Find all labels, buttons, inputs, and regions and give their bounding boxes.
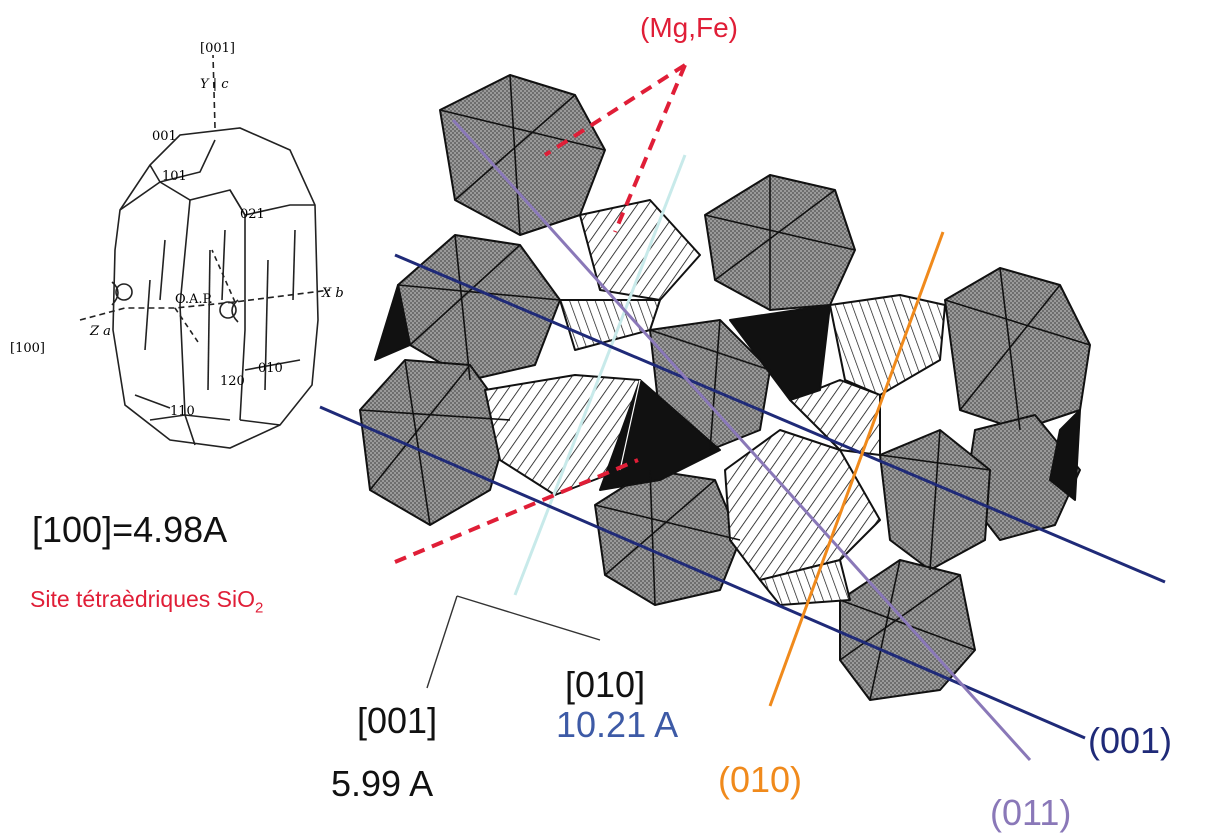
octahedron [397,234,561,381]
axis-001-value: 5.99 A [331,763,434,804]
plane-010-label: (010) [718,759,803,800]
tetrahedron [759,559,851,606]
octahedron [594,469,741,606]
crystal-axis-right-sub: X b [321,286,344,301]
tetrahedron [829,294,946,396]
mgfe-pointers [543,63,687,233]
plane-011-line [451,118,1032,762]
cyan-guide-line [513,154,687,596]
tetrahedron [559,299,661,351]
crystal-axis-top: [001] [200,41,235,56]
tetrahedral-site-subscript: 2 [255,599,264,617]
tetrahedron [579,199,701,301]
plane-001-line-upper [394,253,1166,584]
crystal-oap: O.A.P. [175,292,213,307]
plane-001-label: (001) [1088,720,1173,761]
crystal-face-101: 101 [162,169,187,184]
axis-001-label: [001] [357,700,438,741]
octahedron [704,174,856,311]
mgfe-label: (Mg,Fe) [640,12,738,43]
axis-010-label: [010] [565,664,646,705]
crystal-axis-left-sub: Z a [89,324,111,339]
crystal-labels: [001] Y | c 001 101 021 O.A.P. X b [100]… [10,41,344,419]
dark-face [729,304,831,401]
crystal-axis-left: [100] [10,341,45,356]
dark-face [599,379,721,491]
octahedron [359,359,511,526]
axes-indicator [426,595,601,689]
crystal-face-110: 110 [170,404,195,419]
tetrahedral-site-text: Site tétraèdriques SiO [30,586,256,612]
dark-face [1049,409,1081,501]
crystal-axis-top-sub: Y | c [200,77,229,92]
crystal-face-021: 021 [240,207,265,222]
crystal-face-120: 120 [220,374,245,389]
tetrahedral-site-label: Site tétraèdriques SiO2 [30,588,263,616]
crystal-face-001: 001 [152,129,177,144]
plane-011-label: (011) [990,792,1072,833]
dark-face [374,284,411,361]
octahedron [839,559,976,701]
axis-010-value: 10.21 A [556,704,679,745]
tetrahedron [724,429,881,581]
lattice-param-100: [100]=4.98A [32,509,228,550]
site-pointer [394,458,639,564]
octahedron [944,267,1091,431]
plane-010-line [768,231,945,707]
plane-lines [319,118,1166,762]
crystal-habit-sketch [79,54,331,449]
plane-001-line-lower [319,405,1086,740]
crystal-face-010: 010 [258,361,283,376]
octahedron [439,74,606,236]
polyhedra-structure [359,74,1091,701]
